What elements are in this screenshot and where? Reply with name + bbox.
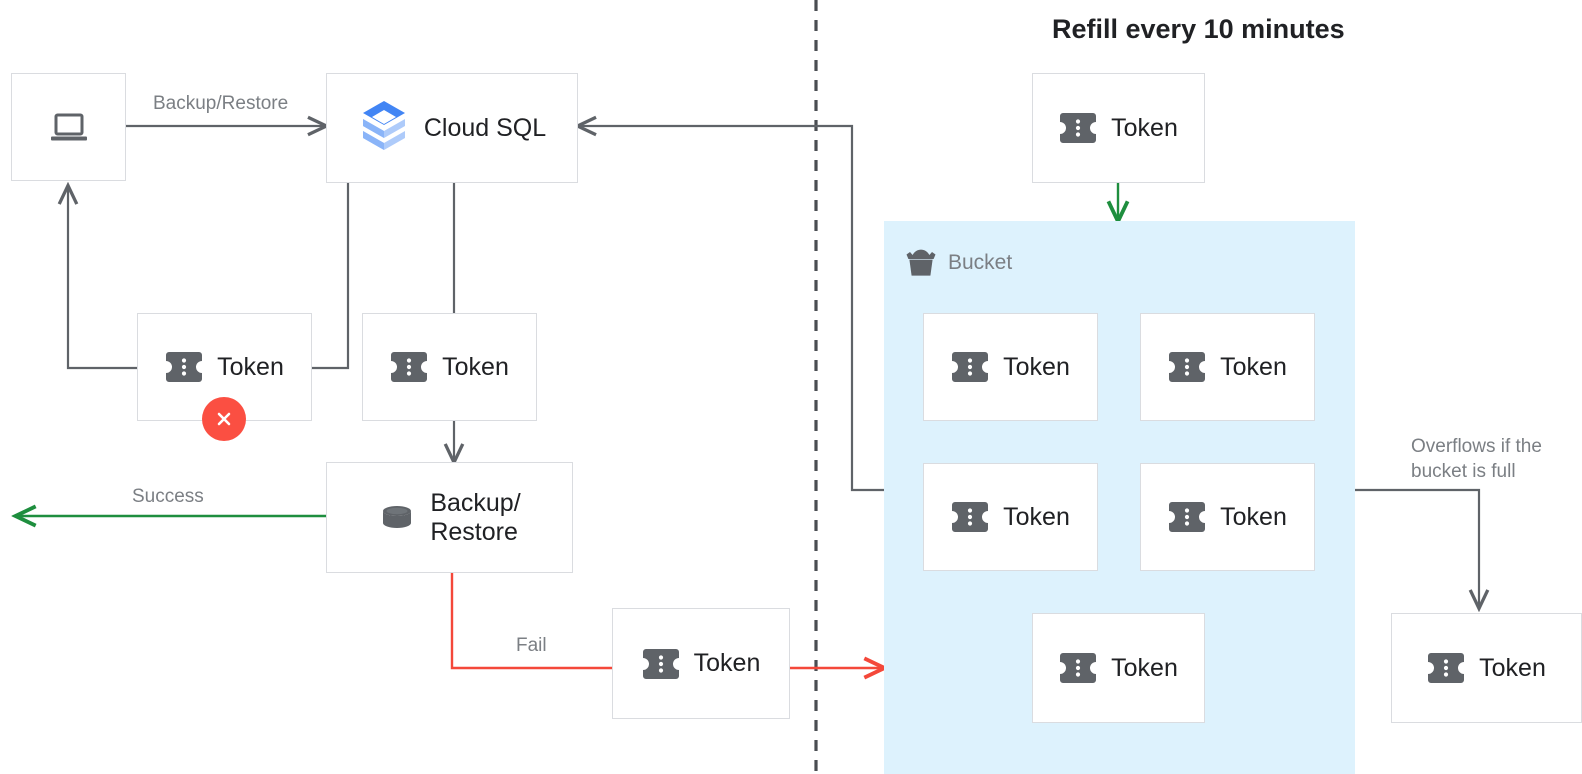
bucket-header: Bucket [904, 248, 1012, 278]
laptop-icon [48, 110, 90, 144]
node-token-bucket-3[interactable]: Token [923, 463, 1098, 571]
token-icon [642, 648, 680, 680]
token-icon [1427, 652, 1465, 684]
token-icon [1168, 501, 1206, 533]
token-icon [951, 351, 989, 383]
node-token-mid[interactable]: Token [362, 313, 537, 421]
node-token-bucket-1[interactable]: Token [923, 313, 1098, 421]
node-token-overflow[interactable]: Token [1391, 613, 1582, 723]
node-token-bucket-2-label: Token [1220, 352, 1287, 381]
page-title: Refill every 10 minutes [1052, 14, 1345, 44]
token-icon [951, 501, 989, 533]
token-icon [390, 351, 428, 383]
token-icon [1059, 112, 1097, 144]
node-token-fail-label: Token [693, 649, 761, 678]
bucket-icon [904, 248, 938, 278]
node-cloud-sql-label: Cloud SQL [423, 113, 547, 142]
node-token-bucket-4-label: Token [1220, 502, 1287, 531]
edge-label-overflow: Overflows if the bucket is full [1411, 436, 1542, 482]
edge-label-success: Success [132, 486, 204, 507]
error-x-icon [213, 408, 235, 430]
node-token-mid-label: Token [442, 352, 509, 381]
node-backup-restore-label: Backup/ Restore [430, 488, 521, 546]
edge-overflow [1355, 488, 1479, 608]
node-token-refill-label: Token [1111, 113, 1178, 142]
node-client[interactable] [11, 73, 126, 181]
edge-token-left-to-client [68, 186, 137, 370]
node-token-refill[interactable]: Token [1032, 73, 1205, 183]
node-token-bucket-1-label: Token [1003, 352, 1070, 381]
node-token-bucket-2[interactable]: Token [1140, 313, 1315, 421]
edge-cloudsql-to-token-left [312, 183, 350, 370]
edge-label-fail: Fail [516, 635, 547, 656]
database-icon [378, 502, 416, 534]
node-token-bucket-5-label: Token [1111, 653, 1178, 682]
edge-bucket-to-cloudsql [578, 126, 884, 492]
node-token-left-label: Token [217, 352, 284, 381]
token-icon [165, 351, 203, 383]
node-token-bucket-3-label: Token [1003, 502, 1070, 531]
node-cloud-sql[interactable]: Cloud SQL [326, 73, 578, 183]
status-badge-error [202, 397, 246, 441]
node-token-bucket-5[interactable]: Token [1032, 613, 1205, 723]
node-token-fail[interactable]: Token [612, 608, 790, 719]
edge-label-backup-restore: Backup/Restore [153, 93, 289, 114]
node-token-bucket-4[interactable]: Token [1140, 463, 1315, 571]
cloud-sql-icon [358, 99, 410, 157]
node-token-overflow-label: Token [1479, 653, 1546, 682]
node-backup-restore[interactable]: Backup/ Restore [326, 462, 573, 573]
token-icon [1168, 351, 1206, 383]
bucket-label: Bucket [948, 251, 1013, 274]
token-icon [1059, 652, 1097, 684]
